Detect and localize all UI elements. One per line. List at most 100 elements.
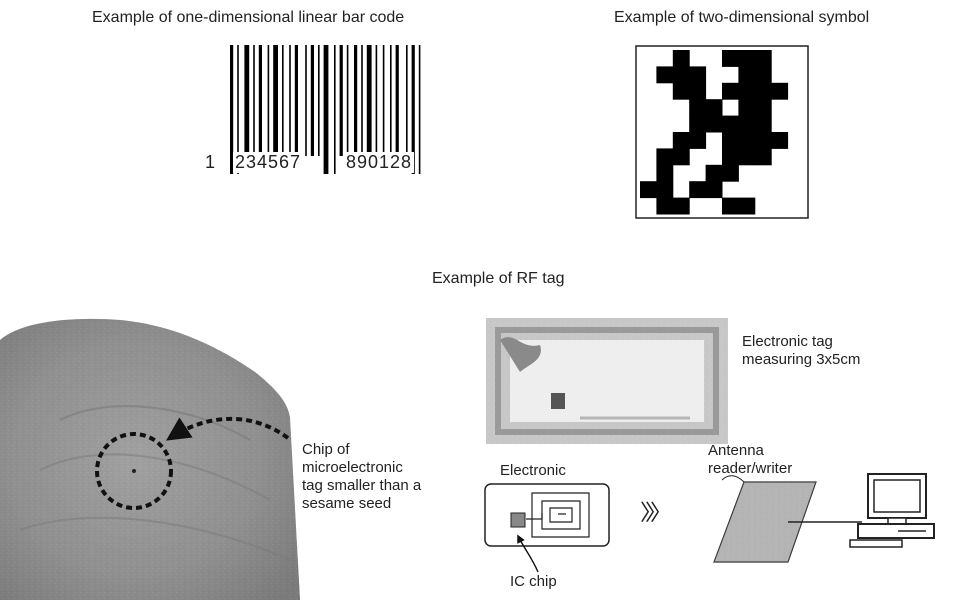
barcode-bar — [267, 45, 270, 156]
symbol-module — [754, 82, 772, 100]
barcode-bar — [323, 45, 329, 174]
symbol2d-caption: Example of two-dimensional symbol — [614, 9, 870, 26]
symbol-module — [738, 115, 756, 133]
barcode-bar — [244, 45, 250, 156]
chip-highlight-circle — [95, 432, 173, 510]
symbol-module — [656, 66, 674, 84]
barcode-bar — [305, 45, 307, 156]
barcode-bar — [390, 45, 392, 156]
chip-pointer-arrow — [165, 416, 290, 441]
symbol-module — [738, 50, 756, 67]
electronic-label: Electronic — [500, 462, 566, 479]
symbol-module — [689, 132, 707, 149]
barcode-bar — [318, 45, 320, 156]
barcode-bar — [382, 45, 385, 156]
symbol-module — [754, 115, 772, 133]
barcode-bar — [339, 45, 343, 156]
barcode-bar — [366, 45, 372, 156]
barcode-bar — [310, 45, 314, 156]
symbol-module — [705, 164, 723, 182]
tag-schematic — [484, 483, 610, 547]
symbol-module — [689, 66, 707, 84]
symbol-module — [754, 66, 772, 84]
symbol-module — [754, 132, 772, 149]
barcode-bar — [289, 45, 291, 156]
chip-note: Chip of microelectronic tag smaller than… — [302, 441, 421, 513]
symbol-module — [722, 132, 739, 149]
barcode-bar — [230, 45, 234, 174]
signal-waves-icon: 〉〉〉 — [640, 500, 672, 525]
two-dimensional-symbol — [635, 45, 809, 219]
symbol-module — [738, 99, 756, 117]
symbol-module — [722, 164, 739, 182]
symbol-module — [722, 148, 739, 166]
chip-note-line-1: Chip of — [302, 441, 350, 458]
barcode-digits-left: 234567 — [233, 152, 304, 173]
symbol-module — [689, 115, 707, 133]
symbol-module — [722, 82, 739, 100]
barcode-bar — [354, 45, 358, 156]
barcode-bar — [334, 45, 336, 174]
barcode-caption: Example of one-dimensional linear bar co… — [92, 9, 405, 26]
barcode-bar — [375, 45, 378, 156]
symbol-module — [656, 164, 674, 182]
barcode-bar — [282, 45, 284, 156]
barcode-bar — [395, 45, 399, 156]
microchip-dot — [132, 469, 136, 473]
barcode-bar — [258, 45, 262, 156]
ic-chip-pointer — [517, 534, 539, 573]
symbol-module — [656, 197, 674, 215]
symbol-module — [689, 99, 707, 117]
tag-size-note: Electronic tag measuring 3x5cm — [742, 333, 860, 369]
tag-size-note-line-2: measuring 3x5cm — [742, 351, 861, 368]
chip-note-line-2: microelectronic — [302, 459, 403, 476]
barcode-bar — [411, 45, 415, 174]
barcode-digits-right: 890128 — [344, 152, 415, 173]
symbol-module — [738, 132, 756, 149]
symbol-module — [754, 50, 772, 67]
tag-size-note-line-1: Electronic tag — [742, 333, 833, 350]
barcode-bar — [361, 45, 363, 156]
fingertip-photo — [0, 318, 300, 600]
symbol-module — [738, 82, 756, 100]
symbol-module — [672, 148, 690, 166]
symbol-module — [689, 82, 707, 100]
computer-icon — [849, 473, 935, 548]
barcode-bar — [273, 45, 278, 156]
barcode-bar — [237, 45, 239, 174]
symbol-module — [738, 197, 756, 215]
symbol-module — [689, 181, 707, 199]
barcode-bar — [253, 45, 255, 156]
chip-note-line-4: sesame seed — [302, 495, 392, 512]
symbol-module — [771, 132, 789, 149]
barcode-digit-lead: 1 — [205, 152, 216, 172]
symbol-module — [672, 82, 690, 100]
symbol-module — [672, 66, 690, 84]
symbol-module — [722, 197, 739, 215]
symbol-module — [754, 99, 772, 117]
symbol-module — [722, 115, 739, 133]
symbol-module — [656, 181, 674, 199]
symbol-module — [656, 148, 674, 166]
symbol-module — [705, 99, 723, 117]
symbol-module — [738, 66, 756, 84]
rftag-caption: Example of RF tag — [432, 270, 565, 287]
symbol-module — [738, 148, 756, 166]
symbol-module — [672, 50, 690, 67]
symbol-module — [705, 181, 723, 199]
ic-chip-label: IC chip — [510, 573, 557, 590]
antenna-label-line-2: reader/writer — [708, 460, 793, 477]
antenna-reader-writer — [713, 475, 817, 563]
antenna-label: Antenna reader/writer — [708, 442, 792, 478]
symbol-module — [722, 50, 739, 67]
symbol-module — [672, 197, 690, 215]
symbol-module — [705, 115, 723, 133]
symbol-module — [771, 82, 789, 100]
chip-note-line-3: tag smaller than a — [302, 477, 422, 494]
ic-chip-square — [510, 512, 526, 528]
barcode-bar — [406, 45, 408, 156]
barcode-graphic — [230, 45, 421, 174]
antenna-label-line-1: Antenna — [708, 442, 764, 459]
barcode-bar — [418, 45, 421, 174]
